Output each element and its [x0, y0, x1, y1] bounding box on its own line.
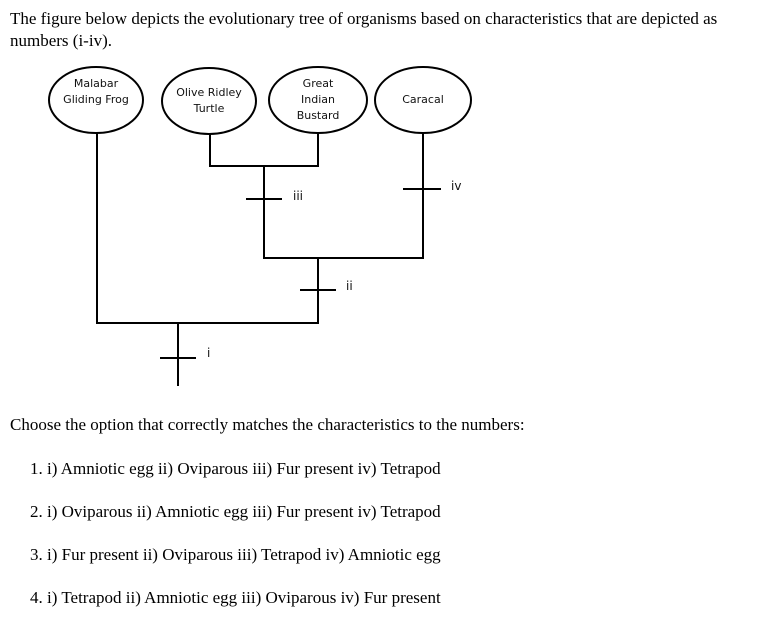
organism-node-caracal: Caracal: [374, 66, 472, 134]
mark-label: ii: [346, 279, 353, 293]
characteristic-mark-iii: iii: [246, 189, 303, 203]
tree-branches: [96, 133, 424, 386]
option-number: 1.: [30, 459, 43, 478]
organism-label-line: Bustard: [297, 109, 340, 122]
option-number: 2.: [30, 502, 43, 521]
option-number: 3.: [30, 545, 43, 564]
organism-label-line: Malabar: [74, 77, 119, 90]
organism-label-line: Caracal: [402, 93, 444, 106]
organism-node-malabar-gliding-frog: Malabar Gliding Frog: [48, 66, 144, 134]
characteristic-mark-ii: ii: [300, 279, 353, 293]
characteristic-mark-iv: iv: [403, 179, 461, 193]
organism-node-olive-ridley-turtle: Olive Ridley Turtle: [161, 67, 257, 135]
organism-label-line: Gliding Frog: [63, 93, 129, 106]
option-text: i) Fur present ii) Oviparous iii) Tetrap…: [47, 545, 441, 564]
intro-text: The figure below depicts the evolutionar…: [10, 9, 718, 50]
organism-label-line: Great: [303, 77, 334, 90]
mark-label: i: [207, 346, 210, 360]
option-1[interactable]: 1. i) Amniotic egg ii) Oviparous iii) Fu…: [30, 458, 441, 501]
option-text: i) Tetrapod ii) Amniotic egg iii) Ovipar…: [47, 588, 441, 607]
option-2[interactable]: 2. i) Oviparous ii) Amniotic egg iii) Fu…: [30, 501, 441, 544]
organism-label-line: Olive Ridley: [176, 86, 242, 99]
answer-options: 1. i) Amniotic egg ii) Oviparous iii) Fu…: [30, 458, 441, 630]
mark-label: iii: [293, 189, 303, 203]
option-4[interactable]: 4. i) Tetrapod ii) Amniotic egg iii) Ovi…: [30, 587, 441, 630]
evolutionary-tree: Malabar Gliding Frog Olive Ridley Turtle…: [48, 66, 472, 386]
organism-label-line: Indian: [301, 93, 335, 106]
option-text: i) Oviparous ii) Amniotic egg iii) Fur p…: [47, 502, 441, 521]
question-text: Choose the option that correctly matches…: [10, 415, 525, 434]
option-3[interactable]: 3. i) Fur present ii) Oviparous iii) Tet…: [30, 544, 441, 587]
organism-node-great-indian-bustard: Great Indian Bustard: [268, 66, 368, 134]
option-text: i) Amniotic egg ii) Oviparous iii) Fur p…: [47, 459, 441, 478]
characteristic-mark-i: i: [160, 346, 210, 360]
option-number: 4.: [30, 588, 43, 607]
mark-label: iv: [451, 179, 461, 193]
organism-label-line: Turtle: [193, 102, 225, 115]
